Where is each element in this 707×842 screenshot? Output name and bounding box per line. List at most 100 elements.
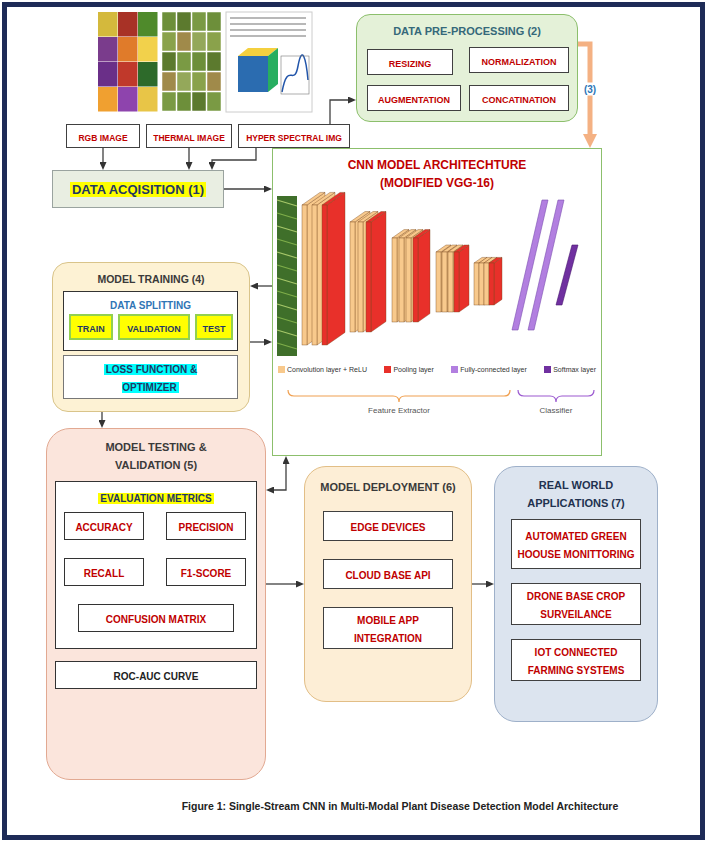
box-label: THERMAL IMAGE [153, 133, 225, 143]
plot-axis [281, 56, 309, 94]
box-label: HYPER SPECTRAL IMG [246, 133, 342, 143]
application-box: AUTOMATED GREEN HOOUSE MONITTORING [511, 519, 641, 569]
leaf-tile [162, 92, 176, 111]
text-wrap: MODEL DEPLOYMENT (6) [305, 467, 471, 505]
slab-edge [442, 252, 447, 312]
callout-number: (3) [582, 83, 598, 96]
stage-panel: MODEL TESTING & VALIDATION (5)EVALUATION… [46, 428, 266, 780]
image-tile [118, 37, 138, 62]
text-wrap: THERMAL IMAGE [153, 127, 225, 145]
spectrum-curve [282, 55, 308, 92]
slab-edge [479, 263, 484, 305]
text-wrap: EVALUATION METRICS [56, 482, 256, 512]
cube-side [268, 48, 278, 92]
stage-panel: REAL WORLD APPLICATIONS (7)AUTOMATED GRE… [494, 466, 658, 722]
box-label: DRONE BASE CROP SURVEILANCE [527, 591, 625, 620]
image-tile [118, 12, 138, 37]
section-label: Feature Extractor [368, 406, 430, 415]
text-wrap: MODEL TESTING & VALIDATION (5) [47, 429, 265, 481]
slab-face [418, 230, 430, 322]
figure-panel [226, 12, 312, 112]
box-label: RGB IMAGE [78, 133, 127, 143]
box-label: TEST [202, 324, 225, 334]
slab-edge [366, 222, 371, 332]
text-wrap: IOT CONNECTED FARMING SYSTEMS [515, 642, 637, 678]
text-wrap: ROC-AUC CURVE [114, 666, 199, 684]
slab-top [454, 245, 469, 252]
text-wrap: ACCURACY [75, 517, 132, 535]
application-box: DRONE BASE CROP SURVEILANCE [511, 583, 641, 625]
flow-arrow [212, 148, 256, 162]
text-wrap: MODEL TRAINING (4) [53, 263, 249, 293]
stage-panel: DATA PRE-PROCESSING (2)RESIZINGNORMALIZA… [356, 14, 578, 122]
image-tile [98, 87, 118, 112]
section-label: Classifier [540, 406, 573, 415]
legend-swatch [451, 366, 458, 373]
legend-item: Convolution layer + ReLU [278, 366, 367, 373]
box-label: DATA ACQISITION (1) [70, 182, 206, 197]
slab-top [489, 257, 502, 263]
text-wrap: LOSS FUNCTION & OPTIMIZER [94, 359, 207, 395]
application-box: IOT CONNECTED FARMING SYSTEMS [511, 639, 641, 681]
split-box: TRAIN [69, 314, 113, 340]
legend-item: Softmax layer [544, 366, 596, 373]
text-wrap: RECALL [84, 563, 125, 581]
box-label: CONFUSION MATRIX [106, 614, 206, 625]
slab-edge [448, 252, 453, 312]
legend-label: Fully-connected layer [460, 366, 527, 373]
leaf-texture [277, 265, 297, 271]
leaf-tile [192, 12, 206, 31]
option-box: CLOUD BASE API [323, 559, 453, 589]
slab-edge [474, 263, 479, 305]
image-tile [138, 37, 158, 62]
image-tile [138, 62, 158, 87]
slab-edge [358, 222, 363, 332]
leaf-texture [277, 304, 297, 310]
leaf-texture [277, 343, 297, 349]
slab-top [366, 212, 386, 223]
group-box: DATA SPLITTINGTRAINVALIDATIONTEST [63, 291, 238, 351]
text-scribble [230, 29, 306, 31]
box-label: AUTOMATED GREEN HOOUSE MONITTORING [517, 531, 634, 560]
leaf-texture [277, 226, 297, 232]
legend-item: Fully-connected layer [451, 366, 527, 373]
legend: Convolution layer + ReLU Pooling layer Ful… [278, 366, 596, 373]
leaf-texture [277, 213, 297, 219]
flow-arrow [258, 285, 272, 286]
image-tile [118, 87, 138, 112]
figure-caption: Figure 1: Single-Stream CNN in Multi-Mod… [100, 800, 700, 812]
leaf-tile [162, 72, 176, 91]
input-leaf-image [277, 196, 297, 356]
box-label: ACCURACY [75, 522, 132, 533]
box-label: RECALL [84, 568, 125, 579]
box-label: CLOUD BASE API [345, 570, 430, 581]
step-box: RESIZING [367, 49, 453, 75]
text-wrap: RGB IMAGE [78, 127, 127, 145]
flow-arrow [101, 412, 102, 420]
text-wrap: F1-SCORE [181, 563, 232, 581]
leaf-tile [177, 52, 191, 71]
flow-arrow [250, 341, 264, 342]
step-box: CONCATINATION [469, 85, 569, 111]
stage-panel: MODEL TRAINING (4)DATA SPLITTINGTRAINVAL… [52, 262, 250, 412]
leaf-tile [207, 32, 221, 51]
layer-slab [489, 257, 502, 305]
box-label: EDGE DEVICES [350, 522, 425, 533]
input-box: RGB IMAGE [66, 124, 140, 148]
text-scribble [230, 17, 306, 19]
input-box: THERMAL IMAGE [146, 124, 232, 148]
legend-swatch [278, 366, 285, 373]
text-wrap: PRECISION [178, 517, 233, 535]
leaf-tile [207, 12, 221, 31]
slab-face [494, 257, 502, 305]
leaf-tile [177, 72, 191, 91]
box-label: TRAIN [77, 324, 105, 334]
flow-arrow [266, 583, 296, 584]
flow-arrow [330, 100, 348, 124]
leaf-texture [277, 291, 297, 297]
box-heading: CNN MODEL ARCHITECHTURE (MODIFIED VGG-16… [348, 158, 527, 190]
legend-item: Pooling layer [384, 366, 433, 373]
metric-box: ROC-AUC CURVE [55, 661, 257, 689]
slab-face [459, 245, 469, 312]
box-label: MOBILE APP INTEGRATION [354, 615, 422, 644]
